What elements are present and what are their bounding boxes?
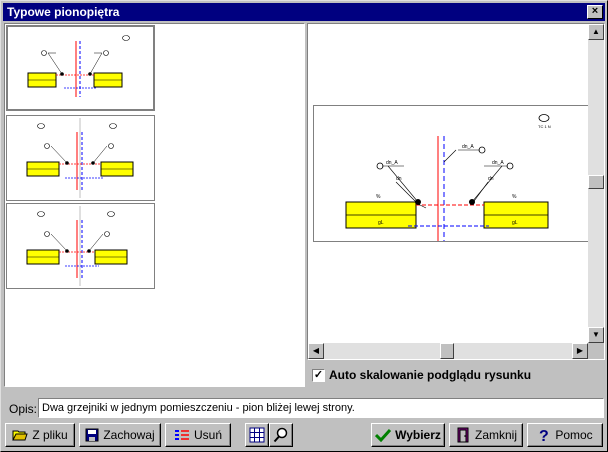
save-label: Zachowaj xyxy=(103,428,155,442)
drawing-list[interactable] xyxy=(4,23,305,387)
label-corner: TC 1 N xyxy=(538,124,551,129)
scroll-corner xyxy=(588,343,604,359)
drawing-thumbnail-3[interactable] xyxy=(6,203,155,289)
drawing-preview-panel: dn_A dn_A dn_A dn dn % % gL gL TC 1 N ▲ … xyxy=(307,23,605,360)
thumbnail-drawing-2 xyxy=(26,118,134,198)
preview-drawing: dn_A dn_A dn_A dn dn % % gL gL TC 1 N xyxy=(345,114,551,261)
select-button[interactable]: Wybierz xyxy=(371,423,445,447)
auto-scale-checkbox[interactable]: ✓ xyxy=(312,368,325,382)
folder-open-icon xyxy=(12,430,29,441)
drawing-thumbnail-1[interactable] xyxy=(6,25,155,111)
label-pct-left: % xyxy=(376,194,381,200)
label-g-right: gL xyxy=(512,220,518,226)
drawing-thumbnail-2[interactable] xyxy=(6,115,155,201)
delete-lines-icon xyxy=(174,430,189,440)
label-dn-right: dn xyxy=(488,176,494,182)
save-button[interactable]: Zachowaj xyxy=(79,423,161,447)
scroll-right-button[interactable]: ▶ xyxy=(572,343,588,359)
horizontal-scroll-thumb[interactable] xyxy=(440,343,454,359)
label-dn-a-top: dn_A xyxy=(462,144,474,150)
select-label: Wybierz xyxy=(395,428,441,442)
preview-horizontal-scrollbar[interactable]: ◀ ▶ xyxy=(308,343,588,359)
label-dn-a-left: dn_A xyxy=(386,160,398,166)
help-label: Pomoc xyxy=(555,428,593,442)
close-window-button[interactable]: × xyxy=(587,5,603,19)
label-pct-right: % xyxy=(512,194,517,200)
scroll-left-button[interactable]: ◀ xyxy=(308,343,324,359)
grid-view-button[interactable] xyxy=(245,423,269,447)
vertical-scroll-thumb[interactable] xyxy=(588,175,604,189)
door-exit-icon xyxy=(457,427,469,443)
label-dn-left: dn xyxy=(396,176,402,182)
auto-scale-option[interactable]: ✓ Auto skalowanie podglądu rysunku xyxy=(312,367,531,383)
magnifier-icon xyxy=(273,427,288,443)
floppy-disk-icon xyxy=(85,428,99,442)
from-file-label: Z pliku xyxy=(32,428,68,442)
svg-text:?: ? xyxy=(539,428,549,443)
thumbnail-drawing-1 xyxy=(27,35,130,97)
close-label: Zamknij xyxy=(474,428,517,442)
title-bar: Typowe pionopiętra × xyxy=(3,3,605,21)
thumbnail-drawing-3 xyxy=(26,206,128,286)
help-button[interactable]: ? Pomoc xyxy=(527,423,603,447)
label-g-left: gL xyxy=(378,220,384,226)
description-field[interactable]: Dwa grzejniki w jednym pomieszczeniu - p… xyxy=(38,398,604,418)
window-title: Typowe pionopiętra xyxy=(7,5,120,19)
description-label: Opis: xyxy=(9,402,38,416)
grid-view-icon xyxy=(249,427,265,443)
close-button[interactable]: Zamknij xyxy=(449,423,523,447)
checkmark-icon xyxy=(375,428,392,442)
preview-vertical-scrollbar[interactable]: ▲ ▼ xyxy=(588,24,604,343)
preview-drawing-frame: dn_A dn_A dn_A dn dn % % gL gL TC 1 N xyxy=(313,105,589,261)
delete-label: Usuń xyxy=(193,428,222,442)
zoom-button[interactable] xyxy=(269,423,293,447)
scroll-down-button[interactable]: ▼ xyxy=(588,327,604,343)
auto-scale-label: Auto skalowanie podglądu rysunku xyxy=(329,368,532,382)
label-dn-a-right: dn_A xyxy=(492,160,504,166)
scroll-up-button[interactable]: ▲ xyxy=(588,24,604,40)
question-mark-icon: ? xyxy=(539,428,549,443)
from-file-button[interactable]: Z pliku xyxy=(5,423,75,447)
delete-button[interactable]: Usuń xyxy=(165,423,231,447)
